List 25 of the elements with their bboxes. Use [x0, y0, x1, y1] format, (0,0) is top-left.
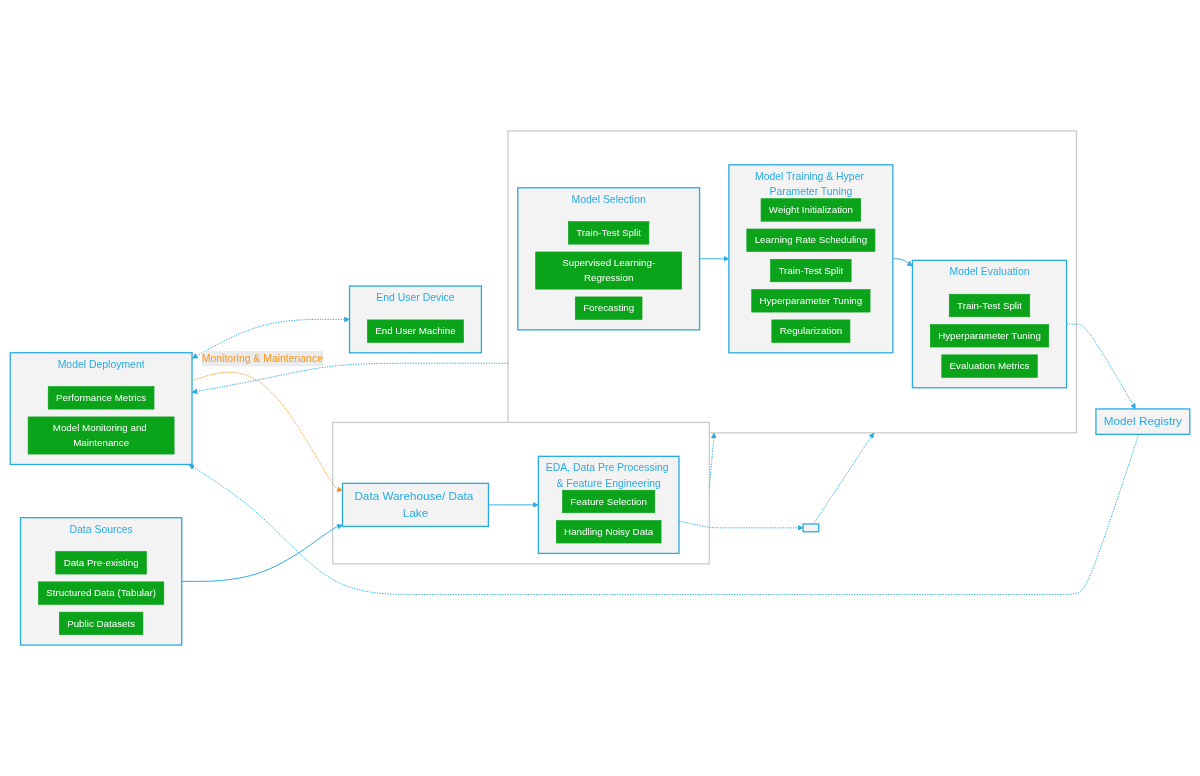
node-box: End User Machine: [367, 319, 464, 343]
node-box: Model Registry: [1095, 408, 1191, 435]
node-box: Hyperparameter Tuning: [930, 324, 1049, 348]
node-box: Data Warehouse/ Data Lake: [341, 482, 490, 528]
node-box: Forecasting: [575, 296, 643, 320]
node-box: Data Pre-existing: [55, 551, 147, 575]
node-box: Feature Selection: [562, 489, 656, 514]
node-box: Handling Noisy Data: [555, 520, 662, 544]
node-box: Supervised Learning-Regression: [535, 251, 682, 290]
node-box: Train-Test Split: [568, 221, 650, 245]
node-box: Performance Metrics: [47, 386, 155, 410]
node-box: Learning Rate Scheduling: [746, 228, 876, 252]
node-box: Public Datasets: [59, 611, 144, 635]
node-box: Structured Data (Tabular): [38, 581, 165, 605]
node-box: Model Monitoring and Maintenance: [27, 416, 175, 455]
node-box: Train-Test Split: [948, 293, 1031, 318]
node-box: Evaluation Metrics: [941, 354, 1038, 378]
cluster: [332, 421, 710, 565]
cluster: [507, 130, 1077, 434]
node-box: Regularization: [771, 319, 851, 343]
node-box: Hyperparameter Tuning: [751, 289, 871, 313]
node-box: [802, 523, 820, 533]
node-box: Train-Test Split: [770, 258, 852, 283]
edge-label: Monitoring & Maintenance: [201, 352, 323, 364]
node-box: Weight Initialization: [760, 198, 862, 222]
